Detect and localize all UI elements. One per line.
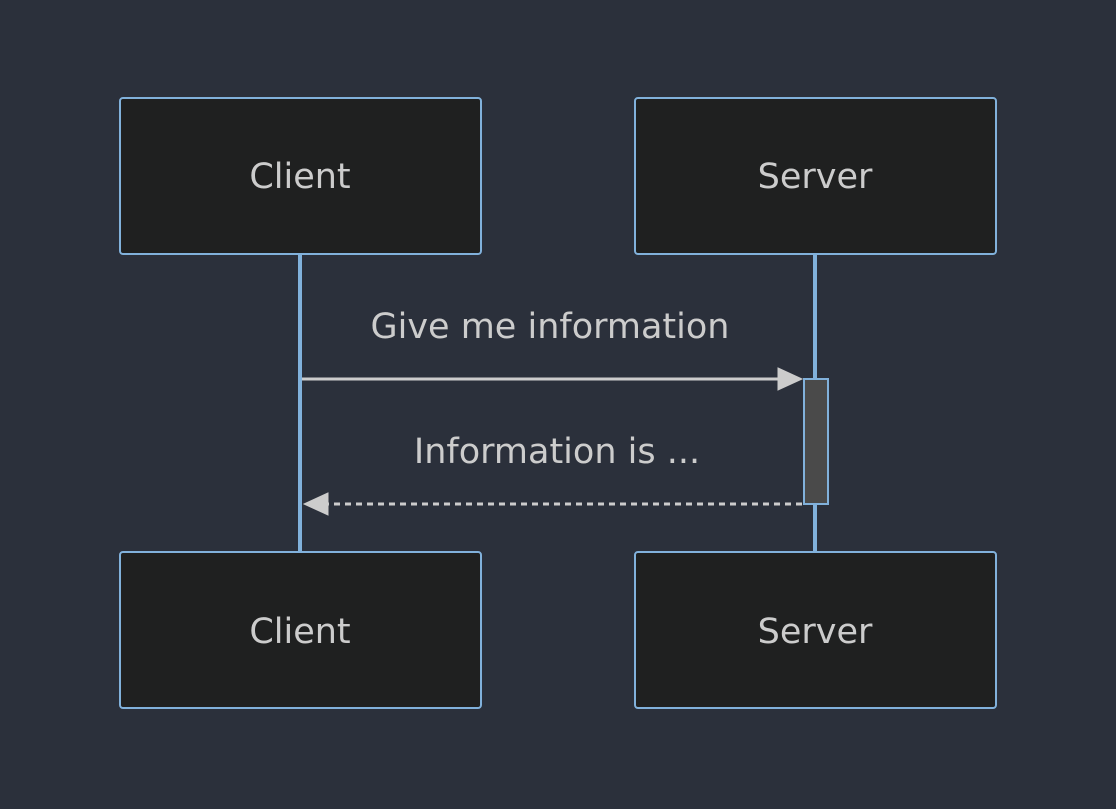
server-actor-top-box (634, 97, 997, 255)
client-actor-bottom-label: Client (249, 612, 350, 652)
client-actor-top: Client (119, 97, 482, 255)
client-actor-bottom-box (119, 551, 482, 709)
client-actor-top-box (119, 97, 482, 255)
client-actor-bottom: Client (119, 551, 482, 709)
message-response-label: Information is ... (414, 432, 700, 472)
message-response-arrowhead (302, 492, 329, 516)
server-actor-bottom-box (634, 551, 997, 709)
message-request-label: Give me information (371, 307, 730, 347)
server-actor-top-label: Server (758, 157, 873, 197)
message-request: Give me information (302, 307, 804, 391)
server-actor-top: Server (634, 97, 997, 255)
message-response: Information is ... (302, 432, 802, 516)
server-actor-bottom: Server (634, 551, 997, 709)
server-activation-bar (803, 378, 829, 505)
server-actor-bottom-label: Server (758, 612, 873, 652)
client-actor-top-label: Client (249, 157, 350, 197)
message-request-arrowhead (777, 367, 804, 391)
